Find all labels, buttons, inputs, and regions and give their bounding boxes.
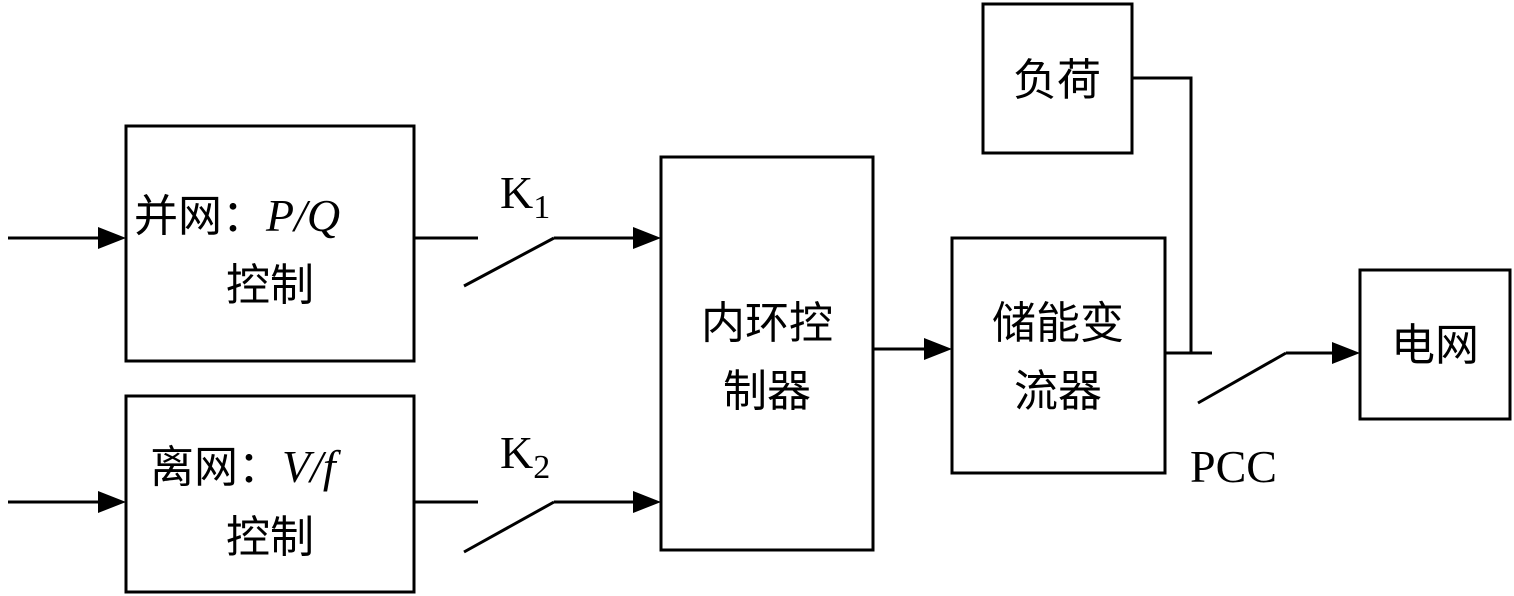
switch-pcc	[1165, 342, 1360, 405]
grid-block: 电网	[1358, 268, 1512, 421]
converter-line1: 储能变	[992, 298, 1124, 349]
grid-pq-line2: 控制	[226, 260, 314, 311]
switch-k1	[414, 227, 661, 288]
load-label: 负荷	[1013, 55, 1101, 106]
arrow-controller-to-converter	[873, 338, 952, 360]
island-vf-control-block: 离网：V/f 控制	[124, 394, 416, 594]
pcc-label: PCC	[1190, 441, 1277, 492]
island-vf-line1: 离网：V/f	[150, 441, 342, 493]
grid-pq-control-block: 并网：P/Q 控制	[124, 124, 416, 363]
inner-loop-line2: 制器	[723, 366, 811, 417]
switch-k2	[414, 491, 661, 554]
grid-pq-line1: 并网：P/Q	[134, 190, 340, 242]
switch-k2-label: K2	[500, 427, 550, 486]
storage-converter-block: 储能变 流器	[950, 236, 1167, 475]
inner-loop-line1: 内环控	[701, 298, 833, 349]
switch-k1-label: K1	[500, 167, 550, 226]
load-connection-line	[1132, 76, 1193, 353]
inner-loop-controller-block: 内环控 制器	[659, 155, 875, 552]
island-vf-line2: 控制	[226, 512, 314, 563]
input-arrow-vf	[8, 491, 126, 513]
grid-label: 电网	[1391, 320, 1479, 371]
load-block: 负荷	[981, 2, 1134, 155]
converter-line2: 流器	[1014, 366, 1102, 417]
input-arrow-pq	[8, 227, 126, 249]
